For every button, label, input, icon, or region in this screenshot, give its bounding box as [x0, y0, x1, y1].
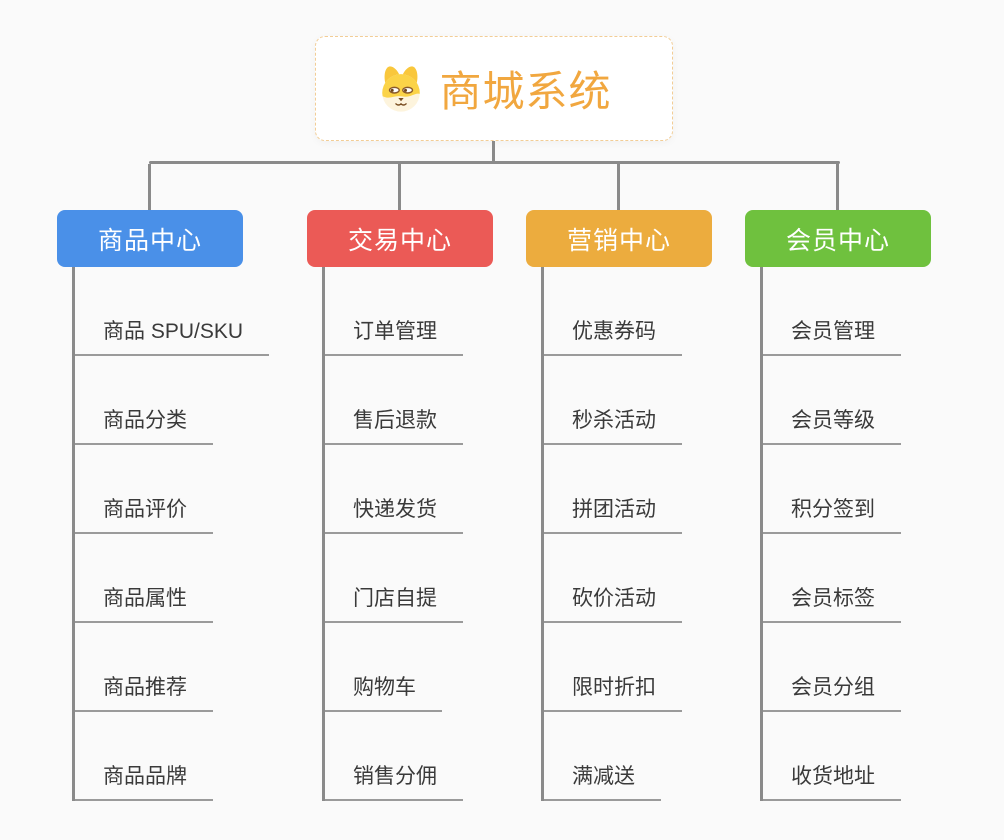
- leaf-node[interactable]: 会员管理: [763, 267, 1004, 356]
- leaf-node[interactable]: 优惠券码: [544, 267, 786, 356]
- leaf-label: 商品 SPU/SKU: [75, 315, 270, 356]
- branch-node[interactable]: 会员中心: [745, 210, 931, 267]
- leaf-node[interactable]: 购物车: [325, 623, 567, 712]
- leaf-label: 售后退款: [325, 404, 463, 445]
- leaf-node[interactable]: 会员分组: [763, 623, 1004, 712]
- leaf-node[interactable]: 积分签到: [763, 445, 1004, 534]
- leaf-node[interactable]: 商品评价: [75, 445, 317, 534]
- leaf-label: 门店自提: [325, 582, 463, 623]
- leaf-label: 秒杀活动: [544, 404, 682, 445]
- branch-items: 优惠券码秒杀活动拼团活动砍价活动限时折扣满减送: [541, 267, 786, 801]
- leaf-node[interactable]: 售后退款: [325, 356, 567, 445]
- branch-node[interactable]: 交易中心: [307, 210, 493, 267]
- leaf-node[interactable]: 满减送: [544, 712, 786, 801]
- leaf-node[interactable]: 收货地址: [763, 712, 1004, 801]
- branch-items: 会员管理会员等级积分签到会员标签会员分组收货地址: [760, 267, 1004, 801]
- branch-column-2: 交易中心订单管理售后退款快递发货门店自提购物车销售分佣: [307, 210, 567, 801]
- branch-column-3: 营销中心优惠券码秒杀活动拼团活动砍价活动限时折扣满减送: [526, 210, 786, 801]
- leaf-label: 商品推荐: [75, 671, 213, 712]
- leaf-label: 购物车: [325, 671, 442, 712]
- leaf-node[interactable]: 砍价活动: [544, 534, 786, 623]
- leaf-node[interactable]: 商品品牌: [75, 712, 317, 801]
- leaf-node[interactable]: 会员等级: [763, 356, 1004, 445]
- root-node[interactable]: 商城系统: [315, 36, 673, 141]
- root-title: 商城系统: [439, 68, 612, 115]
- leaf-label: 收货地址: [763, 760, 901, 801]
- leaf-node[interactable]: 快递发货: [325, 445, 567, 534]
- leaf-node[interactable]: 限时折扣: [544, 623, 786, 712]
- leaf-label: 限时折扣: [544, 671, 682, 712]
- leaf-label: 会员管理: [763, 315, 901, 356]
- leaf-label: 会员分组: [763, 671, 901, 712]
- connector-root-stub: [492, 141, 495, 164]
- leaf-label: 快递发货: [325, 493, 463, 534]
- branch-node[interactable]: 营销中心: [526, 210, 712, 267]
- leaf-label: 商品属性: [75, 582, 213, 623]
- leaf-node[interactable]: 门店自提: [325, 534, 567, 623]
- leaf-node[interactable]: 商品推荐: [75, 623, 317, 712]
- leaf-label: 积分签到: [763, 493, 901, 534]
- connector-horizontal-bar: [149, 161, 840, 164]
- leaf-node[interactable]: 销售分佣: [325, 712, 567, 801]
- leaf-node[interactable]: 拼团活动: [544, 445, 786, 534]
- leaf-node[interactable]: 商品分类: [75, 356, 317, 445]
- leaf-label: 订单管理: [325, 315, 463, 356]
- leaf-node[interactable]: 商品 SPU/SKU: [75, 267, 317, 356]
- connector-drop: [836, 164, 839, 210]
- leaf-label: 销售分佣: [325, 760, 463, 801]
- leaf-node[interactable]: 商品属性: [75, 534, 317, 623]
- connector-drop: [398, 164, 401, 210]
- leaf-node[interactable]: 会员标签: [763, 534, 1004, 623]
- leaf-label: 满减送: [544, 760, 661, 801]
- dog-icon: [376, 64, 426, 114]
- leaf-label: 拼团活动: [544, 493, 682, 534]
- leaf-label: 会员标签: [763, 582, 901, 623]
- connector-drop: [617, 164, 620, 210]
- leaf-label: 优惠券码: [544, 315, 682, 356]
- branch-column-4: 会员中心会员管理会员等级积分签到会员标签会员分组收货地址: [745, 210, 1004, 801]
- branch-column-1: 商品中心商品 SPU/SKU 商品分类商品评价商品属性商品推荐商品品牌: [57, 210, 317, 801]
- leaf-node[interactable]: 订单管理: [325, 267, 567, 356]
- branch-items: 商品 SPU/SKU 商品分类商品评价商品属性商品推荐商品品牌: [72, 267, 317, 801]
- leaf-label: 会员等级: [763, 404, 901, 445]
- leaf-label: 砍价活动: [544, 582, 682, 623]
- leaf-node[interactable]: 秒杀活动: [544, 356, 786, 445]
- leaf-label: 商品品牌: [75, 760, 213, 801]
- branch-node[interactable]: 商品中心: [57, 210, 243, 267]
- leaf-label: 商品分类: [75, 404, 213, 445]
- connector-drop: [148, 164, 151, 210]
- leaf-label: 商品评价: [75, 493, 213, 534]
- branch-items: 订单管理售后退款快递发货门店自提购物车销售分佣: [322, 267, 567, 801]
